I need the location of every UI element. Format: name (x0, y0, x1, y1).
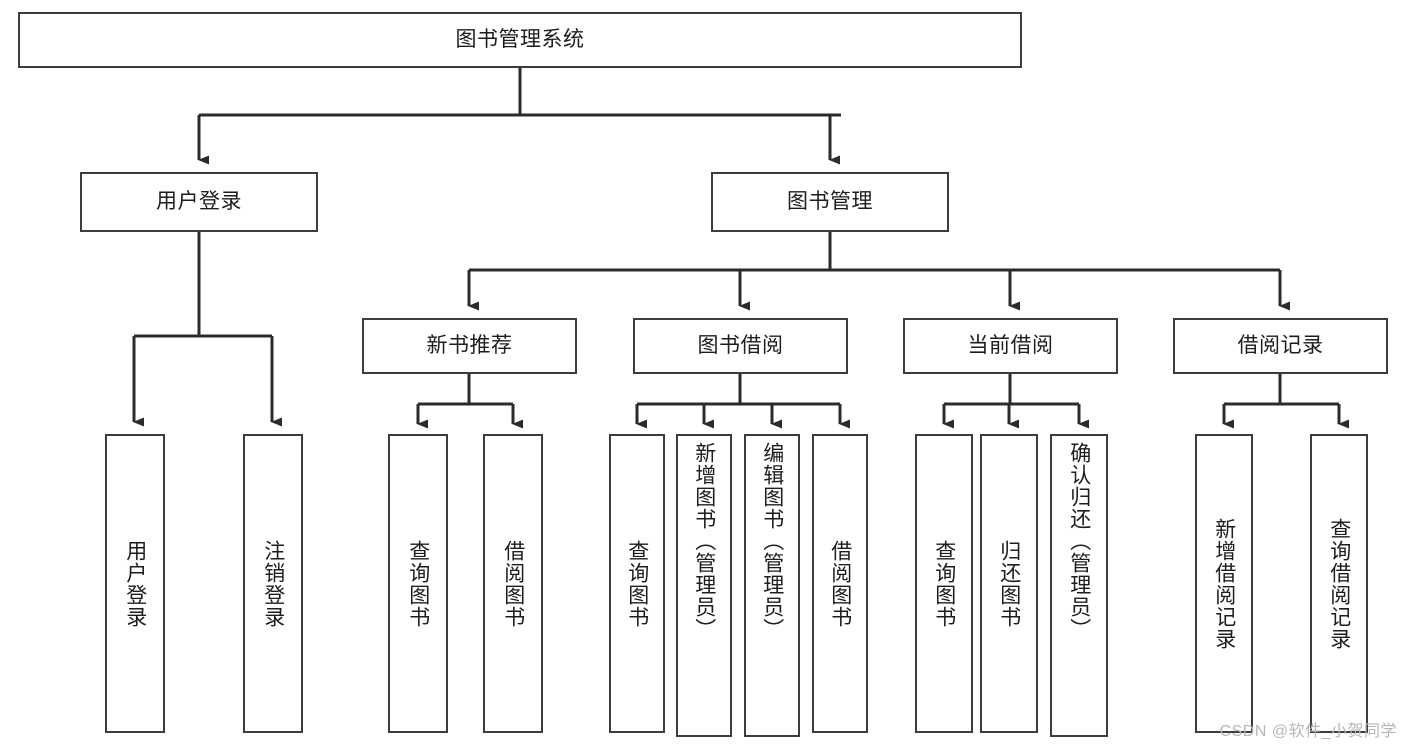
node-leaf-query-book-3[interactable]: 查询图书 (915, 434, 973, 733)
node-leaf-query-borrow-record[interactable]: 查询借阅记录 (1310, 434, 1368, 733)
node-leaf-borrow-book-1-label: 借阅图书 (501, 539, 525, 628)
node-leaf-query-book-1[interactable]: 查询图书 (388, 434, 448, 733)
node-leaf-query-book-1-label: 查询图书 (406, 539, 430, 628)
node-current-borrow-label: 当前借阅 (967, 334, 1054, 358)
node-new-book-recommend-label: 新书推荐 (426, 334, 513, 358)
node-leaf-user-login-label: 用户登录 (123, 539, 147, 628)
node-leaf-borrow-book-1[interactable]: 借阅图书 (483, 434, 543, 733)
node-root[interactable]: 图书管理系统 (18, 12, 1022, 68)
node-leaf-logout-login[interactable]: 注销登录 (243, 434, 303, 733)
node-leaf-confirm-return-label: 确认归还（管理员） (1067, 442, 1091, 640)
node-root-label: 图书管理系统 (455, 28, 585, 52)
node-leaf-return-book[interactable]: 归还图书 (980, 434, 1038, 733)
node-leaf-query-book-2-label: 查询图书 (625, 539, 649, 628)
node-current-borrow[interactable]: 当前借阅 (903, 318, 1118, 374)
node-leaf-edit-book-label: 编辑图书（管理员） (760, 442, 784, 640)
node-leaf-add-book[interactable]: 新增图书（管理员） (676, 434, 732, 737)
node-borrow-record-label: 借阅记录 (1237, 334, 1324, 358)
node-leaf-edit-book[interactable]: 编辑图书（管理员） (744, 434, 800, 737)
node-new-book-recommend[interactable]: 新书推荐 (362, 318, 577, 374)
node-book-borrow-label: 图书借阅 (697, 334, 784, 358)
node-borrow-record[interactable]: 借阅记录 (1173, 318, 1388, 374)
node-book-manage[interactable]: 图书管理 (711, 172, 949, 232)
node-leaf-logout-login-label: 注销登录 (261, 539, 285, 628)
csdn-watermark: CSDN @软件_小贺同学 (1219, 723, 1397, 740)
node-leaf-add-borrow-record-label: 新增借阅记录 (1212, 517, 1236, 650)
node-user-login-label: 用户登录 (156, 190, 242, 214)
node-leaf-borrow-book-2-label: 借阅图书 (828, 539, 852, 628)
node-book-borrow[interactable]: 图书借阅 (633, 318, 848, 374)
node-leaf-confirm-return[interactable]: 确认归还（管理员） (1050, 434, 1108, 737)
node-leaf-return-book-label: 归还图书 (997, 539, 1021, 628)
node-leaf-add-borrow-record[interactable]: 新增借阅记录 (1195, 434, 1253, 733)
node-leaf-query-book-3-label: 查询图书 (932, 539, 956, 628)
node-leaf-query-borrow-record-label: 查询借阅记录 (1327, 517, 1351, 650)
node-leaf-add-book-label: 新增图书（管理员） (692, 442, 716, 640)
node-leaf-query-book-2[interactable]: 查询图书 (609, 434, 665, 733)
node-user-login[interactable]: 用户登录 (80, 172, 318, 232)
node-book-manage-label: 图书管理 (787, 190, 873, 214)
node-leaf-borrow-book-2[interactable]: 借阅图书 (812, 434, 868, 733)
node-leaf-user-login[interactable]: 用户登录 (105, 434, 165, 733)
